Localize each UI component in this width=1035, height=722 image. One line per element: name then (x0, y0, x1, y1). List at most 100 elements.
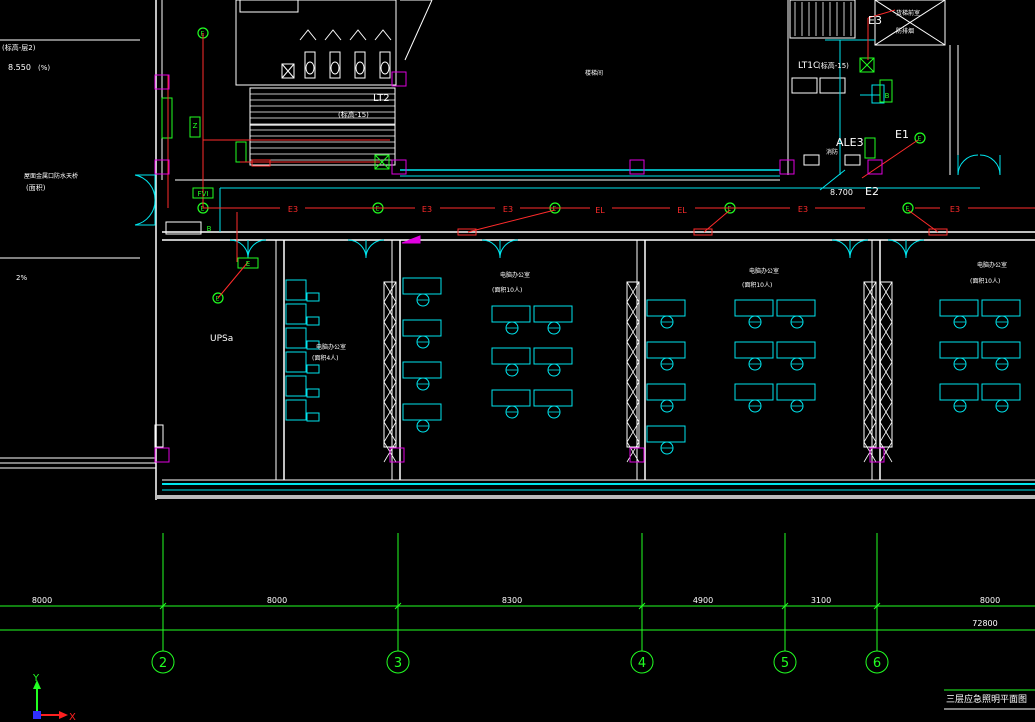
text-layer: (标高-层2) 8.550 (%) 屋面金属口防水天桥 (面积) 2% UPSa… (2, 9, 1007, 362)
desk (734, 341, 774, 359)
cabinet-brace (626, 361, 640, 383)
fvi-label: FVI (198, 190, 209, 198)
structural-column (779, 159, 795, 175)
door-swing (905, 239, 925, 259)
switch-box (235, 141, 247, 163)
toilet-fixture (281, 63, 295, 79)
dimension-tick (781, 602, 789, 610)
cabinet-brace (863, 401, 877, 423)
circuit-label: EL (595, 206, 605, 215)
dimension-tick (873, 602, 881, 610)
cabinet-brace (863, 301, 877, 323)
desk (939, 299, 979, 317)
circuit-run (217, 261, 249, 299)
dimension-value: 4900 (693, 596, 713, 605)
grid-bubble-4[interactable] (630, 650, 654, 674)
ucs-icon: Y X (32, 673, 76, 722)
desk (776, 299, 816, 317)
door-swing (887, 239, 907, 259)
toilet-bowl (380, 61, 390, 75)
office-c-note: (面积10人) (970, 277, 1000, 285)
toilet-partition (324, 29, 342, 41)
switch-box (879, 79, 893, 103)
grid-bubble-6[interactable] (865, 650, 889, 674)
chair (306, 412, 320, 422)
chair (306, 316, 320, 326)
office-b-name: 电脑办公室 (749, 267, 779, 275)
cabinet-brace (863, 321, 877, 343)
cabinet-brace (879, 321, 893, 343)
switch-box (864, 137, 876, 159)
cabinet-brace (879, 421, 893, 443)
elevation-value: 8.550 (8, 63, 31, 72)
toilet-fixture (281, 63, 295, 79)
grid-bubble-2[interactable] (151, 650, 175, 674)
fixture-layer (134, 39, 1035, 491)
equipment-box (791, 77, 818, 94)
circuit-run (861, 139, 919, 179)
toilet-partition (239, 0, 299, 13)
cabinet-brace (863, 421, 877, 443)
grid-axis-bubbles[interactable] (151, 650, 889, 674)
grid-axis-label: 6 (873, 656, 881, 671)
sheet-title: 三层应急照明平面图 (946, 693, 1027, 705)
emergency-panel-icon (859, 57, 875, 73)
stair-lt2-note: (标高-15) (338, 110, 369, 119)
exit-sign (251, 159, 271, 167)
toilet-fixture (304, 51, 316, 79)
cabinet-brace (383, 361, 397, 383)
elevator-note-2: 防排烟 (896, 27, 914, 35)
label-e1: E1 (895, 128, 909, 141)
desk (491, 305, 531, 323)
desk (285, 399, 307, 421)
cabinet-brace (626, 381, 640, 403)
door-swing (849, 239, 869, 259)
cabinet-brace (863, 381, 877, 403)
desk (491, 389, 531, 407)
cabinet-brace (879, 401, 893, 423)
office-a-name: 电脑办公室 (500, 271, 530, 279)
emergency-light-mark: E (216, 296, 220, 303)
label-e2: E2 (865, 185, 879, 198)
desk (646, 425, 686, 443)
desk (285, 327, 307, 349)
ucs-origin-square (33, 711, 41, 719)
box-e-label: E (246, 260, 250, 268)
desk (981, 299, 1021, 317)
circuit-label: E3 (422, 205, 432, 214)
circuit-label: E3 (503, 205, 513, 214)
b-left-label: B (207, 225, 212, 233)
structural-column (869, 447, 885, 463)
grid-bubble-3[interactable] (386, 650, 410, 674)
desk (939, 383, 979, 401)
circuit-label: EL (677, 206, 687, 215)
cabinet-brace (626, 301, 640, 323)
cabinet-brace (879, 281, 893, 303)
equipment-box (844, 154, 861, 166)
toilet-bowl (330, 61, 340, 75)
emergency-light-icon (914, 132, 926, 144)
emergency-panel-icon (374, 154, 390, 170)
dimension-tick (638, 602, 646, 610)
cabinet-brace (383, 321, 397, 343)
grid-bubble-5[interactable] (773, 650, 797, 674)
dimension-tick (394, 602, 402, 610)
emergency-light-icon (212, 292, 224, 304)
grid-axis-label: 3 (394, 656, 402, 671)
toilet-partition (374, 29, 392, 41)
switch-box (237, 257, 259, 269)
circuit-run (867, 9, 896, 19)
stair-shaft (235, 0, 397, 86)
structural-column (629, 159, 645, 175)
corridor-level: 8.700 (830, 188, 853, 197)
door-swing (365, 239, 385, 259)
circuit-label: E3 (288, 205, 298, 214)
ucs-x-label: X (69, 712, 76, 722)
structural-column (867, 159, 883, 175)
desk (402, 361, 442, 379)
door-swing (831, 239, 851, 259)
emergency-light-mark: E (376, 206, 380, 213)
emergency-light-mark: E (906, 206, 910, 213)
